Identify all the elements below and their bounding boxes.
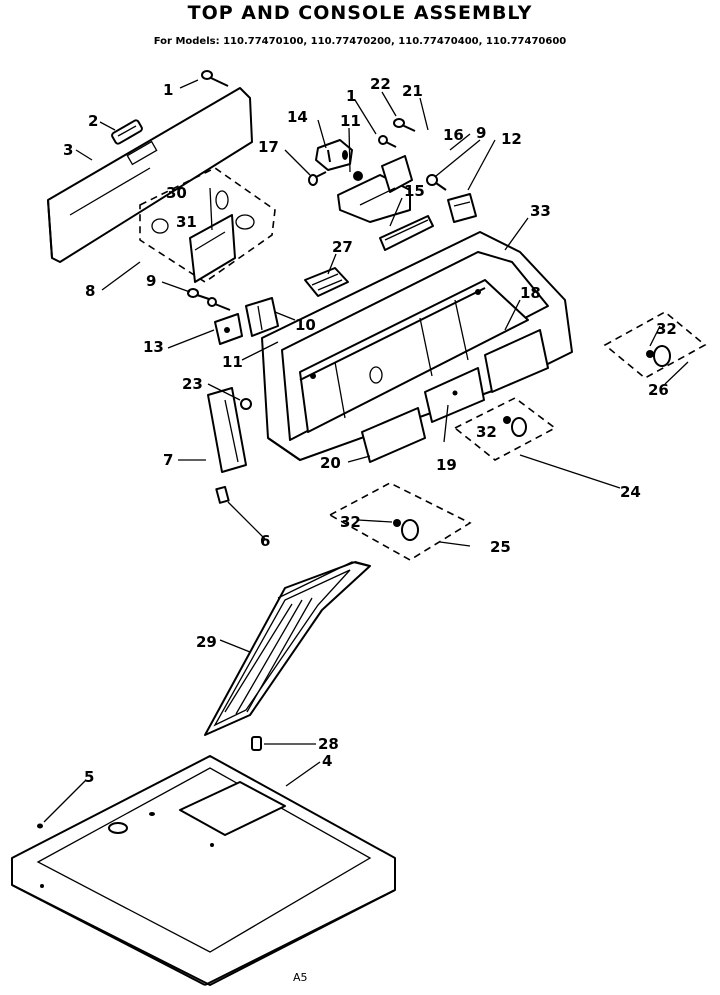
part-screw: [187, 288, 213, 301]
callout-16: 16: [443, 126, 464, 144]
group-timer-bracket: [139, 167, 276, 283]
callout-21: 21: [402, 82, 423, 100]
model-numbers: For Models: 110.77470100, 110.77470200, …: [153, 36, 567, 47]
part-lint-screen: [204, 561, 371, 736]
part-terminal-block: [304, 267, 349, 297]
callout-24: 24: [620, 483, 641, 501]
leader-lines: [43, 79, 689, 823]
part-overlay: [424, 367, 485, 423]
callout-32: 32: [656, 320, 677, 338]
callout-20: 20: [320, 454, 341, 472]
part-top-panel: [11, 755, 396, 986]
callout-33: 33: [530, 202, 551, 220]
callouts: 1 2 3 8 30 31 14 17 1 22 21 11 16 9 12 1…: [63, 75, 677, 984]
part-switch: [315, 139, 353, 171]
part-connector: [447, 193, 477, 223]
callout-7: 7: [163, 451, 173, 469]
part-screw: [201, 70, 229, 87]
callout-18: 18: [520, 284, 541, 302]
part-screw: [240, 398, 252, 410]
callout-32: 32: [340, 513, 361, 531]
callout-8: 8: [85, 282, 95, 300]
part-screw: [393, 118, 416, 132]
callout-4: 4: [322, 752, 332, 770]
callout-25: 25: [490, 538, 511, 556]
callout-2: 2: [88, 112, 98, 130]
callout-6: 6: [260, 532, 270, 550]
part-screw: [378, 135, 397, 148]
callout-13: 13: [143, 338, 164, 356]
part-switch-mount: [245, 297, 279, 337]
callout-27: 27: [332, 238, 353, 256]
callout-14: 14: [287, 108, 308, 126]
part-rear-panel: [47, 87, 253, 263]
callout-11: 11: [222, 353, 243, 371]
callout-29: 29: [196, 633, 217, 651]
callout-5: 5: [84, 768, 94, 786]
group-knob-26: [603, 311, 707, 379]
callout-3: 3: [63, 141, 73, 159]
callout-32: 32: [476, 423, 497, 441]
callout-19: 19: [436, 456, 457, 474]
callout-9: 9: [146, 272, 156, 290]
callout-11: 11: [340, 112, 361, 130]
part-console-housing: [261, 231, 573, 461]
callout-17: 17: [258, 138, 279, 156]
part-switch-bracket: [379, 215, 434, 251]
part-lamp-socket: [214, 313, 243, 345]
part-screw: [426, 174, 447, 191]
part-panel-clip: [111, 119, 143, 145]
part-lens: [361, 407, 426, 463]
part-endcap: [207, 387, 247, 473]
part-motor-switch: [337, 155, 413, 223]
callout-30: 30: [166, 184, 187, 202]
callout-1: 1: [346, 87, 356, 105]
page-code: A5: [293, 971, 308, 984]
callout-10: 10: [295, 316, 316, 334]
part-screw: [251, 736, 262, 751]
diagram-title: TOP AND CONSOLE ASSEMBLY: [187, 2, 533, 24]
callout-12: 12: [501, 130, 522, 148]
part-screw: [37, 823, 43, 829]
part-screw: [207, 297, 231, 311]
callout-1: 1: [163, 81, 173, 99]
callout-9: 9: [476, 124, 486, 142]
callout-22: 22: [370, 75, 391, 93]
callout-15: 15: [404, 182, 425, 200]
callout-23: 23: [182, 375, 203, 393]
group-knob-25: [328, 482, 472, 561]
part-screw: [308, 171, 327, 186]
callout-26: 26: [648, 381, 669, 399]
callout-31: 31: [176, 213, 197, 231]
part-overlay: [484, 329, 549, 393]
group-knob-24: [453, 397, 557, 461]
callout-28: 28: [318, 735, 339, 753]
part-clip: [215, 485, 230, 504]
